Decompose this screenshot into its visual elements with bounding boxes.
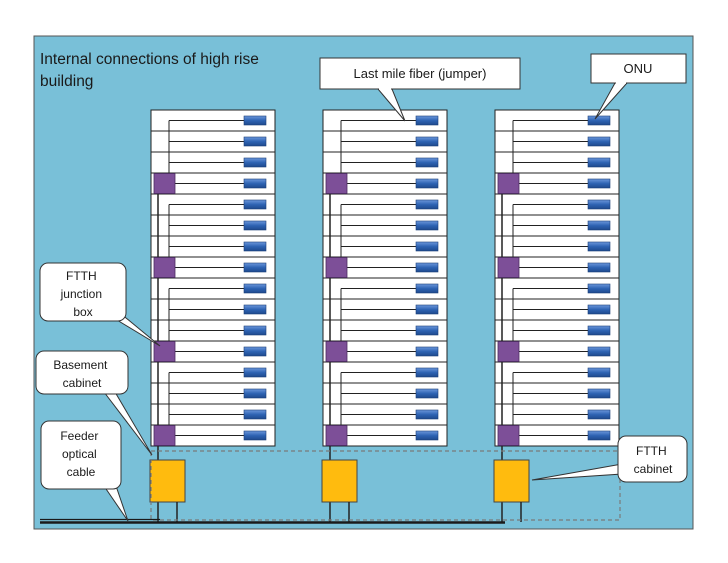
onu-device-icon xyxy=(587,220,611,231)
onu-device-icon xyxy=(415,262,439,273)
onu-device-icon xyxy=(415,283,439,294)
ftth-cabinet-label: FTTH cabinet xyxy=(634,444,673,476)
junction-box-icon xyxy=(153,173,176,194)
onu-device-icon xyxy=(243,199,267,210)
onu-device-icon xyxy=(415,388,439,399)
onu-device-icon xyxy=(243,388,267,399)
diagram-title: Internal connections of high rise buildi… xyxy=(40,51,263,90)
onu-device-icon xyxy=(243,220,267,231)
onu-device-icon xyxy=(415,346,439,357)
onu-device-icon xyxy=(587,367,611,378)
onu-device-icon xyxy=(415,367,439,378)
onu-device-icon xyxy=(243,157,267,168)
feeder-label-box xyxy=(40,420,122,490)
onu-device-icon xyxy=(243,325,267,336)
onu-device-icon xyxy=(587,199,611,210)
junction-box-icon xyxy=(153,341,176,362)
onu-device-icon xyxy=(243,241,267,252)
junction-box-icon xyxy=(153,425,176,446)
onu-device-icon xyxy=(587,262,611,273)
onu-device-icon xyxy=(587,115,611,126)
basement-cabinet-label-box xyxy=(35,350,129,395)
basement-cabinet-label: Basement cabinet xyxy=(53,358,110,390)
onu-device-icon xyxy=(587,346,611,357)
feeder-optical-cable xyxy=(40,518,505,524)
onu-device-icon xyxy=(587,241,611,252)
onu-device-icon xyxy=(415,157,439,168)
onu-device-icon xyxy=(243,367,267,378)
onu-device-icon xyxy=(415,304,439,315)
building-3 xyxy=(493,109,620,522)
onu-device-icon xyxy=(415,241,439,252)
onu-device-icon xyxy=(587,409,611,420)
onu-device-icon xyxy=(243,262,267,273)
onu-device-icon xyxy=(415,115,439,126)
last-mile-label: Last mile fiber (jumper) xyxy=(354,66,487,81)
ftth-cabinet-icon xyxy=(493,459,530,503)
buildings xyxy=(149,109,620,522)
onu-device-icon xyxy=(415,136,439,147)
junction-box-icon xyxy=(497,425,520,446)
callout-ftth-junction-box: FTTH junction box xyxy=(39,262,161,347)
junction-box-icon xyxy=(153,257,176,278)
ftth-cabinet-label-box xyxy=(617,435,688,483)
callout-onu: ONU xyxy=(590,53,687,120)
onu-device-icon xyxy=(587,325,611,336)
callout-basement-cabinet: Basement cabinet xyxy=(35,350,153,456)
onu-device-icon xyxy=(587,178,611,189)
junction-box-label-box xyxy=(39,262,127,322)
junction-box-icon xyxy=(497,173,520,194)
building-1 xyxy=(149,109,276,522)
onu-device-icon xyxy=(415,178,439,189)
basement-dashed-zone xyxy=(150,450,621,521)
junction-box-icon xyxy=(325,173,348,194)
basement-area xyxy=(150,450,621,521)
onu-label: ONU xyxy=(624,61,653,76)
onu-device-icon xyxy=(415,409,439,420)
onu-device-icon xyxy=(243,409,267,420)
onu-device-icon xyxy=(415,199,439,210)
ftth-cabinet-icon xyxy=(321,459,358,503)
callout-ftth-cabinet: FTTH cabinet xyxy=(531,435,688,483)
onu-device-icon xyxy=(587,430,611,441)
onu-device-icon xyxy=(243,115,267,126)
junction-box-icon xyxy=(497,341,520,362)
onu-device-icon xyxy=(587,136,611,147)
onu-device-icon xyxy=(587,157,611,168)
junction-box-icon xyxy=(325,341,348,362)
onu-device-icon xyxy=(587,388,611,399)
building-2 xyxy=(321,109,448,522)
onu-device-icon xyxy=(587,304,611,315)
onu-device-icon xyxy=(243,283,267,294)
onu-device-icon xyxy=(243,136,267,147)
last-mile-label-box xyxy=(319,57,521,90)
ftth-cabinet-icon xyxy=(149,459,186,503)
feeder-label: Feeder optical cable xyxy=(60,429,101,479)
callout-feeder-cable: Feeder optical cable xyxy=(40,420,129,522)
onu-device-icon xyxy=(243,430,267,441)
onu-device-icon xyxy=(415,220,439,231)
onu-device-icon xyxy=(243,346,267,357)
callout-last-mile: Last mile fiber (jumper) xyxy=(319,57,521,122)
onu-device-icon xyxy=(587,283,611,294)
junction-box-icon xyxy=(325,257,348,278)
onu-device-icon xyxy=(243,304,267,315)
junction-box-icon xyxy=(497,257,520,278)
junction-box-icon xyxy=(325,425,348,446)
onu-label-box xyxy=(590,53,687,84)
junction-box-label: FTTH junction box xyxy=(60,269,106,319)
onu-device-icon xyxy=(415,430,439,441)
onu-device-icon xyxy=(415,325,439,336)
onu-device-icon xyxy=(243,178,267,189)
